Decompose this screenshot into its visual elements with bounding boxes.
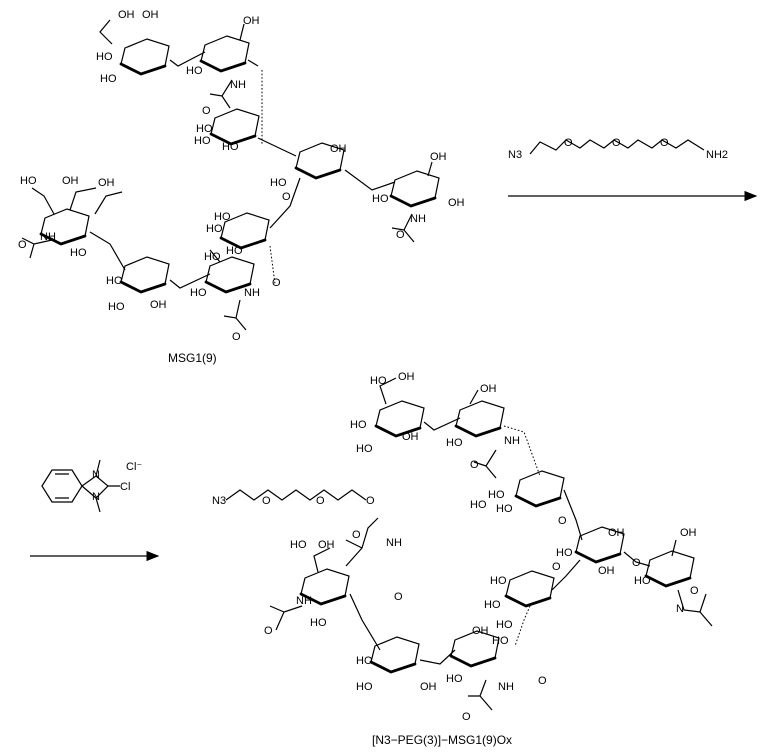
- svg-text:O: O: [18, 239, 27, 251]
- svg-text:HO: HO: [446, 437, 463, 449]
- svg-text:O: O: [232, 331, 241, 343]
- svg-text:O: O: [612, 137, 621, 149]
- svg-text:HO: HO: [484, 599, 501, 611]
- svg-text:HO: HO: [290, 539, 307, 551]
- svg-text:OH: OH: [448, 197, 465, 209]
- svg-text:O: O: [352, 529, 361, 541]
- svg-text:O: O: [202, 105, 211, 117]
- svg-text:HO: HO: [470, 499, 487, 511]
- svg-text:HO: HO: [370, 375, 387, 387]
- svg-text:HO: HO: [356, 655, 373, 667]
- svg-text:OH: OH: [318, 539, 335, 551]
- svg-text:HO: HO: [496, 503, 513, 515]
- svg-text:HO: HO: [190, 287, 207, 299]
- svg-text:HO: HO: [206, 223, 223, 235]
- svg-text:OH: OH: [150, 299, 167, 311]
- svg-text:HO: HO: [492, 635, 509, 647]
- svg-text:O: O: [538, 675, 547, 687]
- svg-text:NH: NH: [40, 231, 56, 243]
- svg-text:OH: OH: [430, 151, 447, 163]
- svg-text:HO: HO: [96, 51, 113, 63]
- svg-text:O: O: [394, 591, 403, 603]
- svg-text:HO: HO: [226, 245, 243, 257]
- svg-text:N3: N3: [212, 495, 226, 507]
- svg-text:HO: HO: [350, 419, 367, 431]
- svg-text:HO: HO: [100, 73, 117, 85]
- svg-text:N: N: [92, 469, 100, 481]
- azide-label: N3: [508, 149, 522, 161]
- msg1-9-atom-labels: OH OH HO HO OH HO NH O HO HO HO OH HO O …: [18, 9, 465, 343]
- svg-text:HO: HO: [556, 547, 573, 559]
- svg-text:OH: OH: [330, 143, 347, 155]
- starting-material-label: MSG1(9): [168, 351, 217, 365]
- svg-text:OH: OH: [480, 383, 497, 395]
- svg-text:HO: HO: [488, 489, 505, 501]
- svg-text:O: O: [558, 515, 567, 527]
- svg-text:NH: NH: [504, 435, 520, 447]
- svg-text:HO: HO: [108, 301, 125, 313]
- svg-text:HO: HO: [356, 443, 373, 455]
- svg-text:NH: NH: [244, 287, 260, 299]
- svg-text:O: O: [462, 711, 471, 723]
- svg-text:O: O: [632, 557, 641, 569]
- svg-text:OH: OH: [98, 177, 115, 189]
- svg-text:O: O: [690, 585, 699, 597]
- svg-text:HO: HO: [634, 575, 651, 587]
- svg-text:NH: NH: [230, 79, 246, 91]
- svg-text:O: O: [262, 495, 271, 507]
- svg-text:HO: HO: [194, 135, 211, 147]
- product-atom-labels: N3 O O O HO OH HO HO OH OH HO NH O HO HO…: [212, 371, 699, 723]
- svg-text:OH: OH: [142, 9, 159, 21]
- svg-text:HO: HO: [196, 123, 213, 135]
- svg-text:NH: NH: [410, 213, 426, 225]
- svg-text:HO: HO: [70, 247, 87, 259]
- svg-text:N: N: [676, 603, 684, 615]
- svg-text:HO: HO: [446, 673, 463, 685]
- svg-text:HO: HO: [222, 141, 239, 153]
- svg-text:NH: NH: [386, 537, 402, 549]
- svg-text:HO: HO: [372, 193, 389, 205]
- svg-text:O: O: [396, 229, 405, 241]
- msg1-9-structure: [22, 20, 439, 330]
- dmc-reagent: [42, 460, 120, 512]
- svg-text:O: O: [272, 277, 281, 289]
- svg-text:Cl: Cl: [120, 481, 130, 493]
- svg-text:O: O: [470, 459, 479, 471]
- svg-text:NH: NH: [498, 681, 514, 693]
- svg-text:HO: HO: [106, 275, 123, 287]
- svg-text:OH: OH: [118, 9, 135, 21]
- svg-text:HO: HO: [186, 65, 203, 77]
- svg-text:HO: HO: [270, 177, 287, 189]
- svg-text:OH: OH: [598, 565, 615, 577]
- svg-text:OH: OH: [608, 527, 625, 539]
- svg-text:HO: HO: [214, 211, 231, 223]
- svg-text:O: O: [264, 625, 273, 637]
- product-label: [N3−PEG(3)]−MSG1(9)Ox: [372, 733, 512, 747]
- svg-text:HO: HO: [356, 681, 373, 693]
- svg-text:OH: OH: [680, 527, 697, 539]
- svg-text:N: N: [92, 491, 100, 503]
- svg-text:OH: OH: [420, 681, 437, 693]
- svg-text:O: O: [282, 191, 291, 203]
- svg-text:HO: HO: [20, 175, 37, 187]
- svg-text:OH: OH: [243, 15, 260, 27]
- chloride-counterion: Cl⁻: [126, 461, 142, 473]
- svg-text:OH: OH: [398, 371, 415, 383]
- svg-text:HO: HO: [490, 575, 507, 587]
- svg-text:HO: HO: [496, 619, 513, 631]
- amine-label: NH2: [706, 149, 728, 161]
- svg-text:HO: HO: [204, 251, 221, 263]
- svg-text:OH: OH: [402, 431, 419, 443]
- svg-text:OH: OH: [62, 175, 79, 187]
- svg-text:OH: OH: [472, 625, 489, 637]
- svg-text:O: O: [366, 495, 375, 507]
- svg-text:HO: HO: [310, 617, 327, 629]
- svg-text:O: O: [316, 495, 325, 507]
- svg-text:NH: NH: [296, 595, 312, 607]
- svg-text:O: O: [564, 137, 573, 149]
- svg-text:O: O: [552, 561, 561, 573]
- svg-text:O: O: [660, 137, 669, 149]
